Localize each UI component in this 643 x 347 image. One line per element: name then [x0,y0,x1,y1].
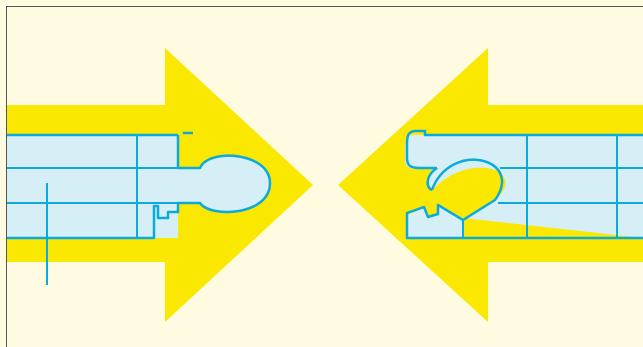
diagram-canvas [0,0,643,347]
diagram-svg [0,0,643,347]
